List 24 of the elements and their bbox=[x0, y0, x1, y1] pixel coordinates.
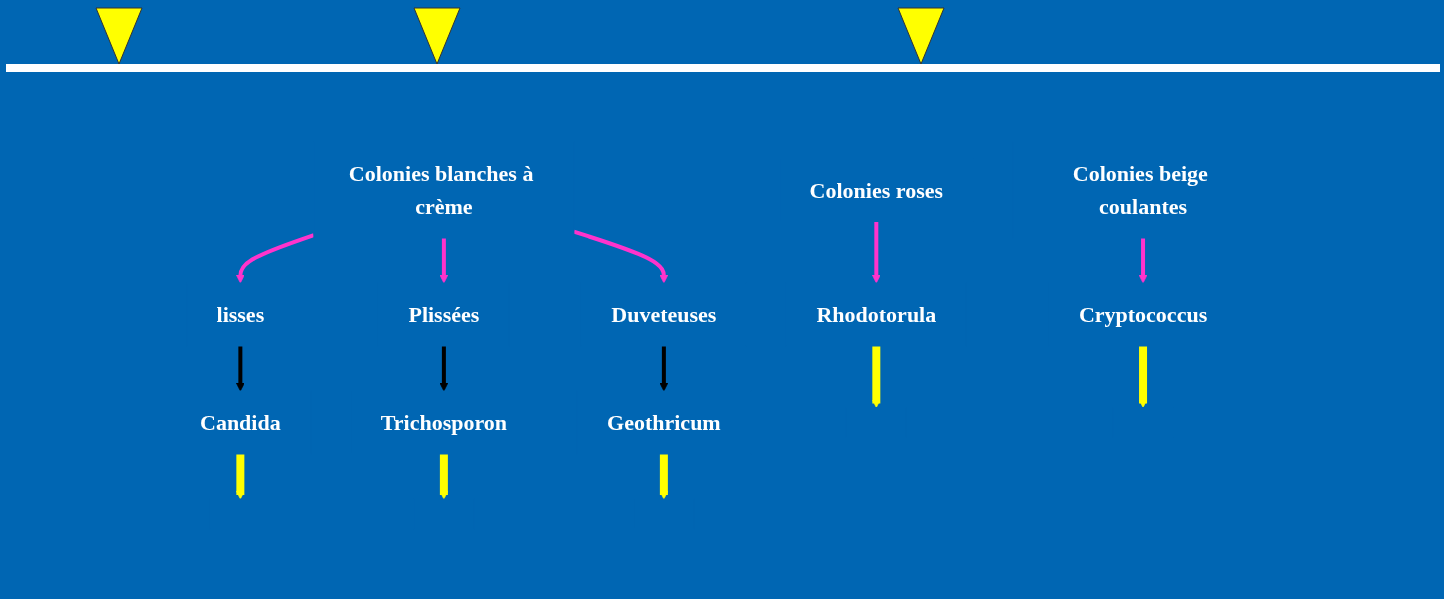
arrow bbox=[573, 229, 669, 284]
arrow bbox=[1139, 345, 1148, 408]
node-text: lisses bbox=[216, 302, 265, 327]
arrow bbox=[236, 453, 246, 500]
arrow bbox=[1139, 238, 1148, 284]
node-text: Colonies blanches à crème bbox=[349, 161, 534, 219]
node-text: Colonies beige coulantes bbox=[1073, 161, 1209, 219]
node-text: Geothricum bbox=[607, 410, 722, 435]
arrow bbox=[872, 345, 882, 408]
arrow bbox=[236, 233, 315, 284]
arrow bbox=[659, 453, 669, 500]
arrow bbox=[439, 453, 449, 500]
arrow bbox=[872, 221, 882, 284]
node-text: Candida bbox=[200, 410, 282, 435]
arrow bbox=[439, 346, 449, 392]
arrow bbox=[439, 238, 449, 284]
node-text: Rhodotorula bbox=[816, 302, 937, 327]
node-text: Trichosporon bbox=[381, 410, 508, 435]
node-text: Colonies roses bbox=[810, 177, 944, 203]
arrow bbox=[236, 346, 246, 392]
node-text: Duveteuses bbox=[611, 302, 717, 327]
node-text: Cryptococcus bbox=[1079, 302, 1208, 327]
arrow bbox=[659, 346, 669, 392]
node-text: Plissées bbox=[408, 302, 480, 327]
